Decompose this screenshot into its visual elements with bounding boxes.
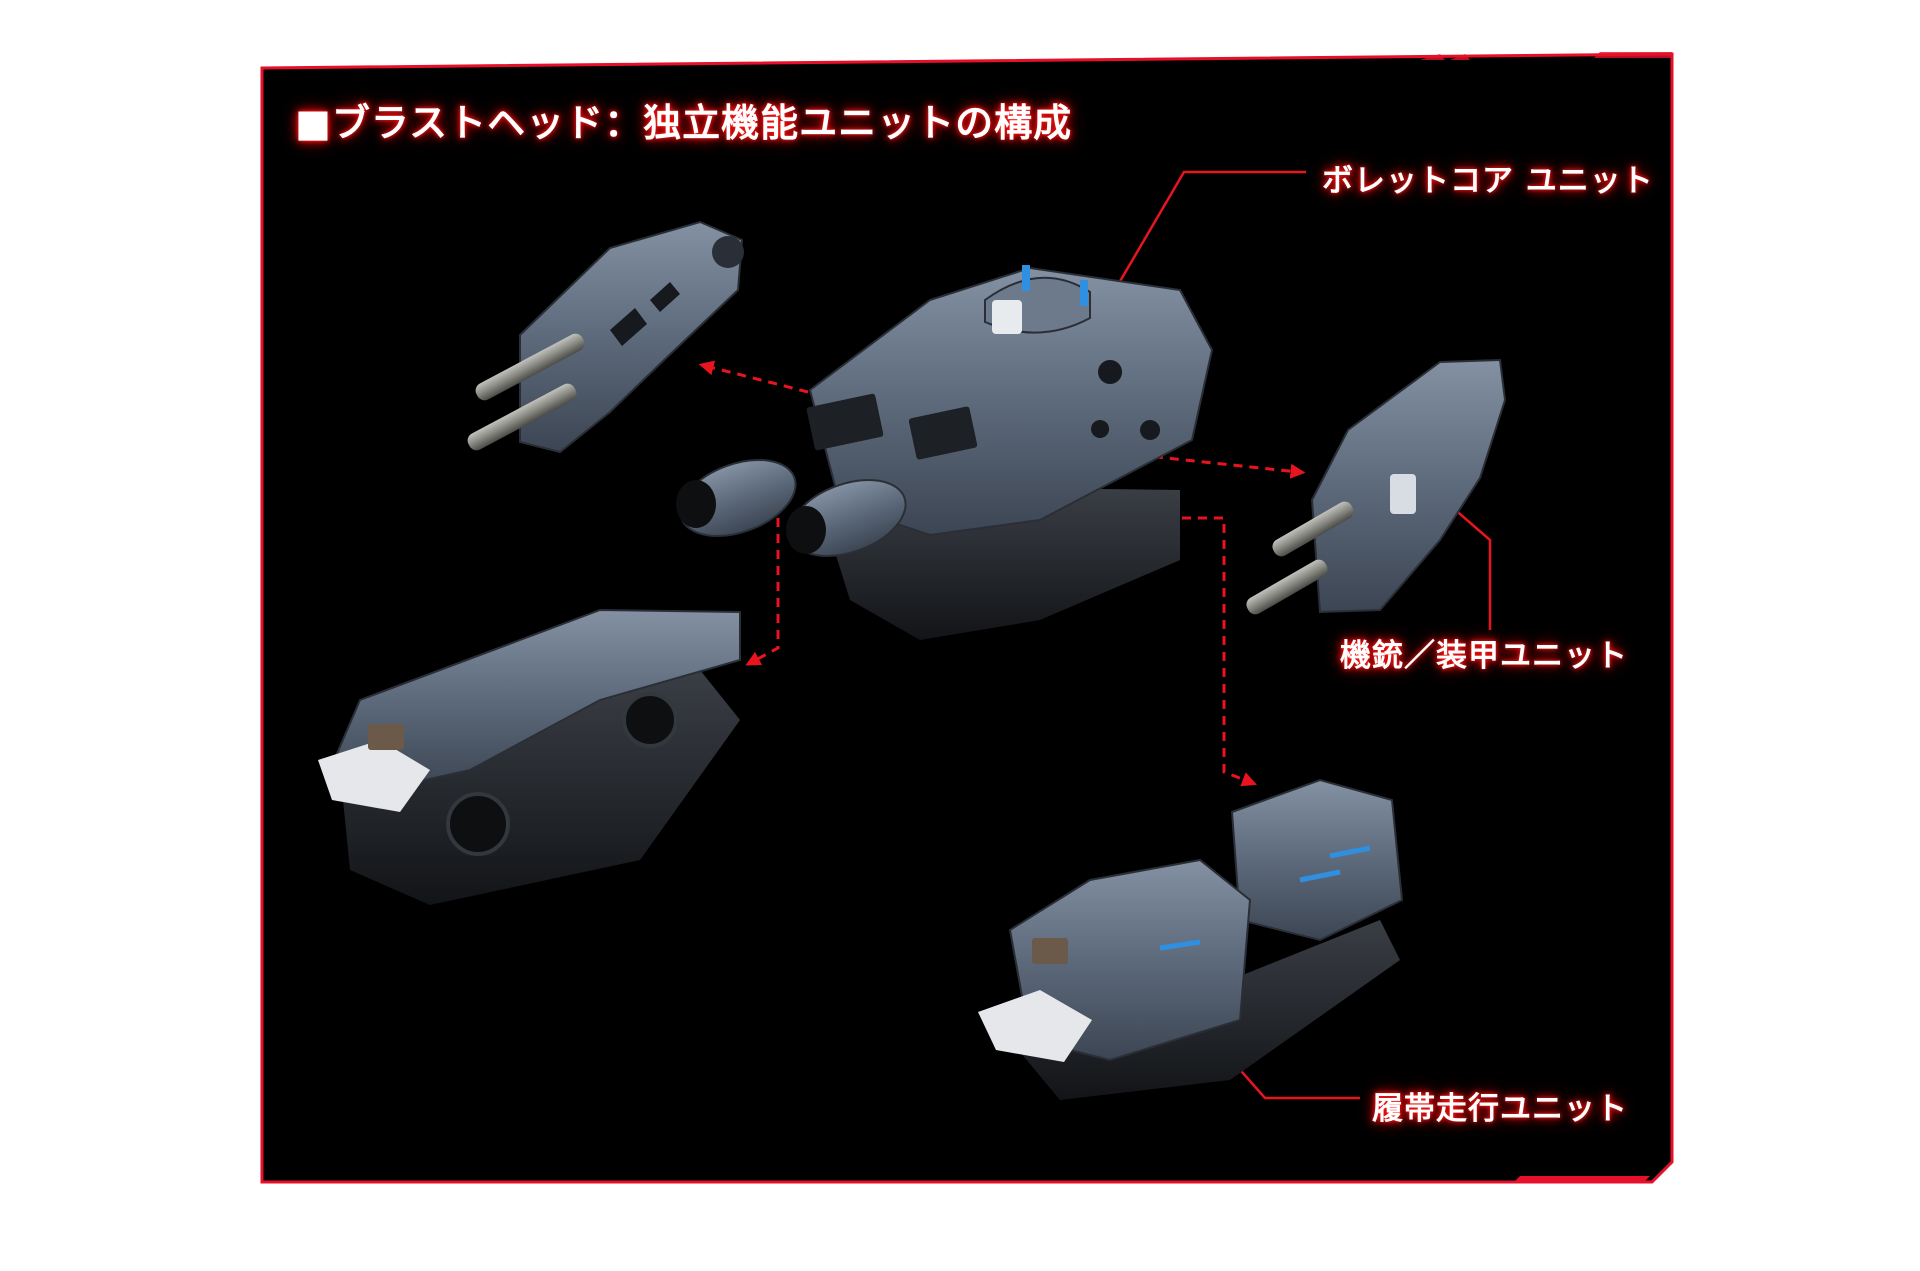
cannon-arm-joint [712,236,744,268]
frame-corner-stripes [1420,52,1672,60]
right-track-sensor [1032,938,1068,964]
core-side-holes [1091,360,1161,440]
arrow-to-gun-armor [1137,453,1306,479]
assembly-arrows [698,360,1306,787]
bolet-core-unit [676,265,1214,640]
core-antenna-left [1022,265,1030,291]
gun-armor-bracket [1390,474,1416,514]
cannon-arm-barrel-lower [467,383,577,451]
core-antenna-right [1080,280,1088,306]
gun-armor-barrel-lower [1246,559,1328,615]
page-title: ■ブラストヘッド：独立機能ユニットの構成 [295,101,1073,145]
left-track-bumper [318,740,430,812]
right-track-bumper [978,990,1092,1062]
arrow-to-left-track [745,518,780,666]
arrow-to-cannon-arm [698,360,809,394]
left-track-wheel-a [446,792,510,856]
cannon-arm-unit [467,220,744,454]
core-sensor [992,300,1022,334]
gun-armor-barrel-upper [1272,501,1354,557]
core-cannon-right-muzzle [786,506,826,554]
left-track-wheel-b [622,692,678,748]
left-track-sensor [368,724,404,750]
core-cannon-left-muzzle [676,480,716,528]
cannon-arm-cutouts [610,282,680,346]
label-gun-armor-unit: 機銃／装甲ユニット [1340,638,1628,674]
frame-bottom-accent [1514,1176,1650,1182]
arrow-to-right-track [1166,516,1258,787]
right-track-unit [978,778,1404,1100]
right-track-blue-markings [1159,845,1371,951]
cannon-arm-barrel-upper [475,333,585,401]
gun-armor-unit [1246,358,1507,615]
core-leader-line [1093,170,1306,325]
core-hatch-left [806,393,884,451]
left-track-unit [318,608,741,905]
label-bolet-core-unit: ボレットコア ユニット [1322,163,1654,199]
core-hatch-right [908,406,978,460]
label-track-unit: 履帯走行ユニット [1372,1091,1628,1127]
